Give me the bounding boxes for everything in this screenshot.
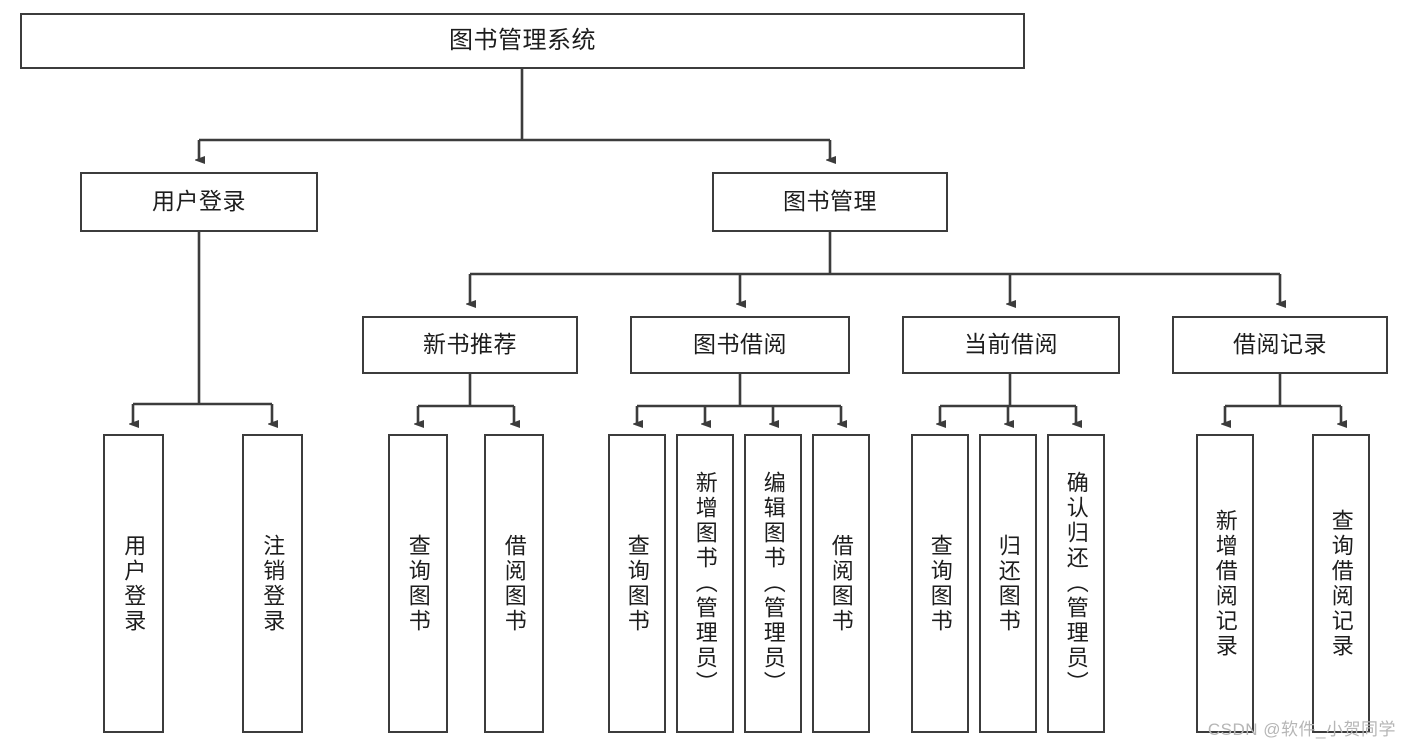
node-book-manage-label: 图书管理 (783, 188, 877, 215)
node-leaf-borrow-book-label: 借阅图书 (828, 533, 854, 634)
node-leaf-query-book-borrow-label: 查询图书 (624, 533, 650, 634)
node-leaf-borrow-book[interactable]: 借阅图书 (812, 434, 870, 733)
node-book-borrow[interactable]: 图书借阅 (630, 316, 850, 374)
node-leaf-add-borrow-record-label: 新增借阅记录 (1212, 508, 1238, 659)
node-current-borrow-label: 当前借阅 (964, 331, 1058, 358)
node-leaf-edit-book-admin[interactable]: 编辑图书（管理员） (744, 434, 802, 733)
node-borrow-record[interactable]: 借阅记录 (1172, 316, 1388, 374)
node-borrow-record-label: 借阅记录 (1233, 331, 1327, 358)
node-leaf-query-borrow-record-label: 查询借阅记录 (1328, 508, 1354, 659)
node-leaf-edit-book-admin-label: 编辑图书（管理员） (760, 471, 786, 696)
node-leaf-query-borrow-record[interactable]: 查询借阅记录 (1312, 434, 1370, 733)
watermark-text: CSDN @软件_小贺同学 (1207, 720, 1396, 739)
node-user-login-label: 用户登录 (152, 188, 246, 215)
node-leaf-borrow-book-rec-label: 借阅图书 (501, 533, 527, 634)
node-leaf-user-login[interactable]: 用户登录 (103, 434, 164, 733)
node-book-manage[interactable]: 图书管理 (712, 172, 948, 232)
node-book-borrow-label: 图书借阅 (693, 331, 787, 358)
node-new-book-recommend-label: 新书推荐 (423, 331, 517, 358)
node-root[interactable]: 图书管理系统 (20, 13, 1025, 69)
node-root-label: 图书管理系统 (449, 26, 596, 54)
node-leaf-return-book[interactable]: 归还图书 (979, 434, 1037, 733)
node-leaf-query-book-borrow[interactable]: 查询图书 (608, 434, 666, 733)
node-new-book-recommend[interactable]: 新书推荐 (362, 316, 578, 374)
node-leaf-borrow-book-rec[interactable]: 借阅图书 (484, 434, 544, 733)
node-leaf-query-book-rec[interactable]: 查询图书 (388, 434, 448, 733)
node-leaf-add-book-admin[interactable]: 新增图书（管理员） (676, 434, 734, 733)
node-user-login[interactable]: 用户登录 (80, 172, 318, 232)
node-leaf-add-borrow-record[interactable]: 新增借阅记录 (1196, 434, 1254, 733)
node-leaf-confirm-return-admin-label: 确认归还（管理员） (1063, 471, 1089, 696)
node-leaf-confirm-return-admin[interactable]: 确认归还（管理员） (1047, 434, 1105, 733)
node-leaf-query-book-current-label: 查询图书 (927, 533, 953, 634)
node-leaf-user-logout[interactable]: 注销登录 (242, 434, 303, 733)
node-current-borrow[interactable]: 当前借阅 (902, 316, 1120, 374)
node-leaf-return-book-label: 归还图书 (995, 533, 1021, 634)
node-leaf-user-login-label: 用户登录 (121, 533, 147, 634)
node-leaf-query-book-current[interactable]: 查询图书 (911, 434, 969, 733)
node-leaf-user-logout-label: 注销登录 (260, 533, 286, 634)
node-leaf-add-book-admin-label: 新增图书（管理员） (692, 471, 718, 696)
node-leaf-query-book-rec-label: 查询图书 (405, 533, 431, 634)
